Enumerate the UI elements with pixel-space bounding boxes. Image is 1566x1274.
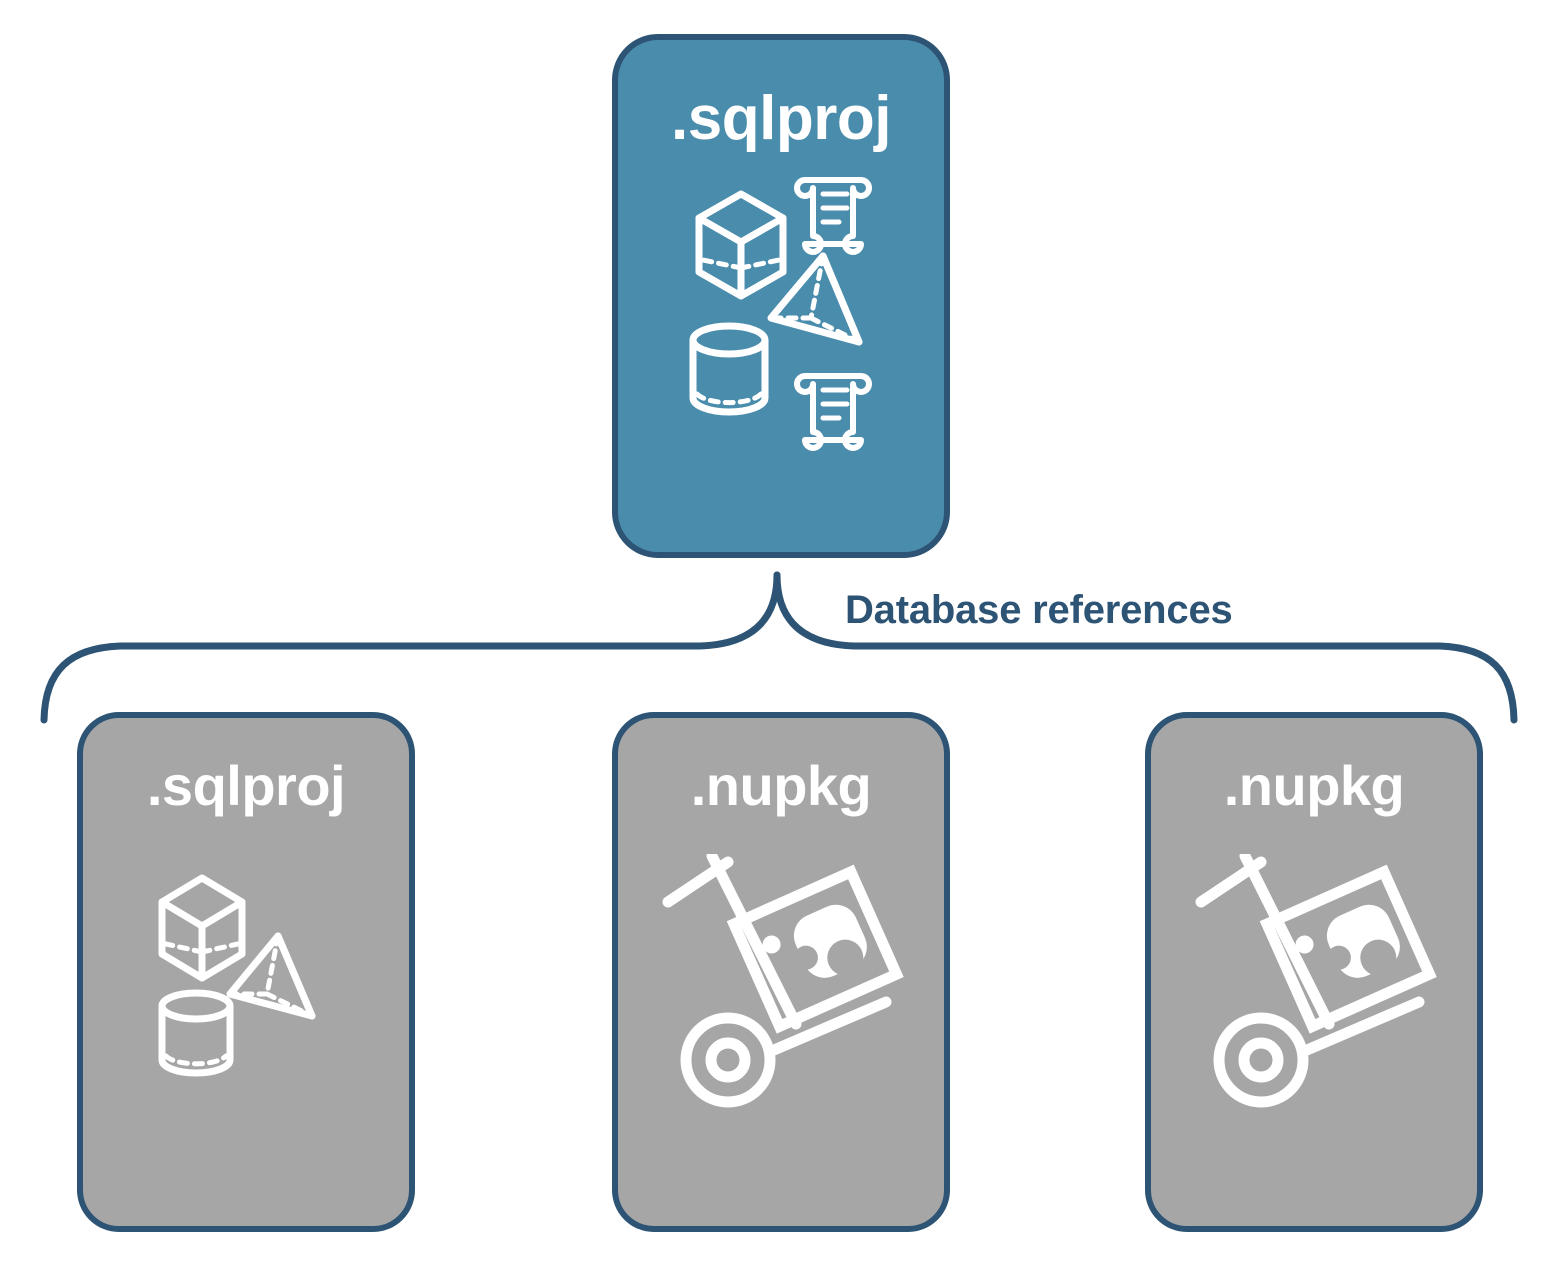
card-title: .nupkg	[690, 754, 872, 817]
package-box-icon	[726, 864, 904, 1034]
database-shapes-and-scripts-icon	[689, 177, 872, 451]
scroll-icon	[794, 177, 872, 255]
wheel-icon	[680, 1012, 776, 1108]
connector-label: Database references	[845, 588, 1233, 632]
node-card-nupkg-reference-2[interactable]: .nupkg	[1145, 712, 1483, 1232]
card-icon-area	[1151, 814, 1477, 1226]
cylinder-icon	[158, 989, 234, 1077]
hand-truck-package-icon	[662, 854, 904, 1108]
card-title: .sqlproj	[146, 754, 346, 817]
scroll-icon	[794, 373, 872, 451]
cylinder-icon	[689, 322, 769, 416]
database-shapes-icon	[158, 874, 316, 1077]
pyramid-icon	[767, 252, 863, 346]
node-card-sqlproj-reference[interactable]: .sqlproj	[77, 712, 415, 1232]
cube-icon	[158, 874, 246, 982]
pyramid-icon	[226, 932, 316, 1020]
card-icon-area	[618, 814, 944, 1226]
database-references-brace	[40, 571, 1518, 724]
wheel-icon	[1213, 1012, 1309, 1108]
card-icon-area	[83, 814, 409, 1226]
card-icon-area	[618, 150, 944, 552]
package-box-icon	[1259, 864, 1437, 1034]
card-title: .sqlproj	[671, 84, 891, 153]
node-card-nupkg-reference-1[interactable]: .nupkg	[612, 712, 950, 1232]
cube-icon	[695, 190, 787, 300]
card-title: .nupkg	[1223, 754, 1405, 817]
hand-truck-package-icon	[1195, 854, 1437, 1108]
node-card-sqlproj-root[interactable]: .sqlproj	[612, 34, 950, 558]
